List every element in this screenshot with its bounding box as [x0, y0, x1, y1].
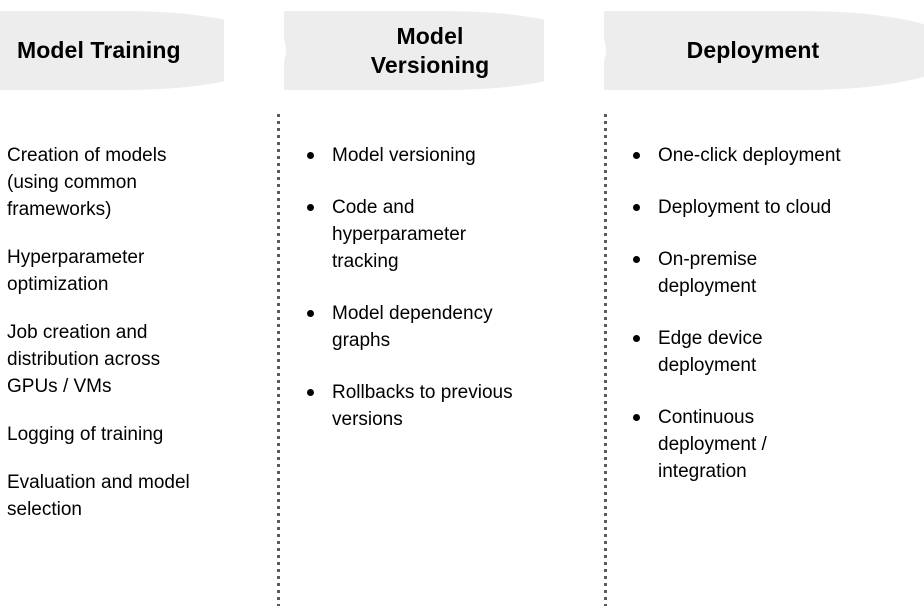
- stage-chevron-deployment: [604, 11, 924, 90]
- list-item-text: One-click deployment: [658, 145, 841, 166]
- column-divider-2: [604, 114, 607, 606]
- list-item: Continuous deployment / integration: [632, 404, 910, 485]
- list-item: Deployment to cloud: [632, 194, 910, 221]
- deployment-list: One-click deployment Deployment to cloud…: [632, 142, 910, 485]
- list-item-text: Evaluation and model selection: [7, 472, 190, 520]
- list-item-text: Code and hyperparameter tracking: [332, 197, 467, 272]
- list-item: Model versioning: [306, 142, 578, 169]
- stage-title-model-versioning: Model Versioning: [370, 23, 490, 78]
- list-item: Job creation and distribution across GPU…: [7, 319, 257, 400]
- bullet-icon: [633, 152, 640, 159]
- list-item: Evaluation and model selection: [7, 469, 257, 523]
- stage-title-model-training: Model Training: [17, 37, 181, 64]
- model-versioning-list: Model versioning Code and hyperparameter…: [306, 142, 578, 433]
- list-item-text: Edge device deployment: [658, 328, 763, 376]
- list-item-text: Model dependency graphs: [332, 303, 493, 351]
- column-divider-1: [277, 114, 280, 606]
- list-item-text: Rollbacks to previous versions: [332, 382, 513, 430]
- chevron-notch-2: [544, 9, 606, 92]
- column-deployment: One-click deployment Deployment to cloud…: [632, 142, 910, 485]
- bullet-icon: [633, 204, 640, 211]
- list-item: Edge device deployment: [632, 325, 910, 379]
- bullet-icon: [307, 204, 314, 211]
- list-item: One-click deployment: [632, 142, 910, 169]
- list-item: Hyperparameter optimization: [7, 244, 257, 298]
- list-item-text: Model versioning: [332, 145, 476, 166]
- stage-header-band: Model Training Model Versioning Deployme…: [0, 9, 924, 92]
- list-item: Logging of training: [7, 421, 257, 448]
- bullet-icon: [633, 414, 640, 421]
- list-item-text: Logging of training: [7, 424, 164, 445]
- list-item-text: Creation of models (using common framewo…: [7, 145, 167, 220]
- model-training-list: Creation of models (using common framewo…: [7, 142, 257, 523]
- list-item: Model dependency graphs: [306, 300, 578, 354]
- bullet-icon: [307, 389, 314, 396]
- stage-title-deployment: Deployment: [686, 37, 820, 64]
- bullet-icon: [633, 256, 640, 263]
- bullet-icon: [633, 335, 640, 342]
- column-model-versioning: Model versioning Code and hyperparameter…: [306, 142, 578, 433]
- list-item-text: On-premise deployment: [658, 249, 758, 297]
- list-item-text: Continuous deployment / integration: [658, 407, 767, 482]
- bullet-icon: [307, 310, 314, 317]
- list-item: Creation of models (using common framewo…: [7, 142, 257, 223]
- list-item: On-premise deployment: [632, 246, 910, 300]
- column-model-training: Creation of models (using common framewo…: [7, 142, 257, 523]
- list-item-text: Job creation and distribution across GPU…: [7, 322, 161, 397]
- list-item: Code and hyperparameter tracking: [306, 194, 578, 275]
- list-item-text: Hyperparameter optimization: [7, 247, 145, 295]
- list-item: Rollbacks to previous versions: [306, 379, 578, 433]
- bullet-icon: [307, 152, 314, 159]
- list-item-text: Deployment to cloud: [658, 197, 832, 218]
